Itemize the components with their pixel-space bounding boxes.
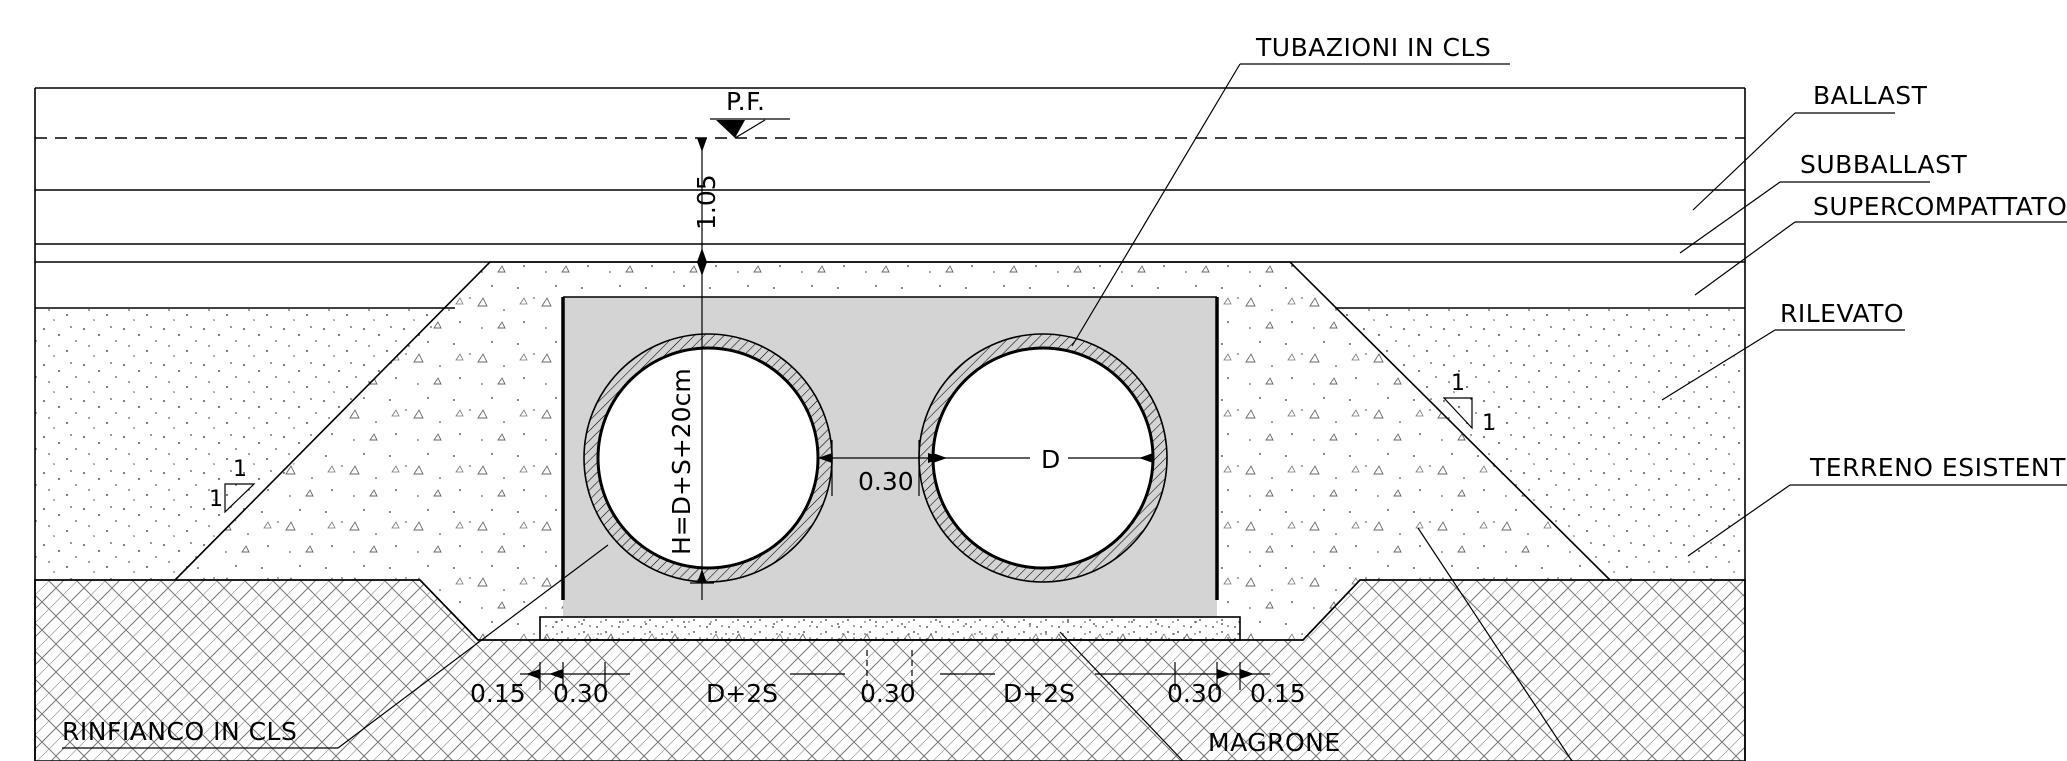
dim-015-right: 0.15 — [1250, 679, 1306, 708]
pipe-left — [583, 333, 833, 583]
pf-label: P.F. — [726, 87, 765, 116]
callout-tubazioni: TUBAZIONI IN CLS — [1071, 33, 1510, 347]
callout-terreno: TERRENO ESISTENTE — [1687, 453, 2067, 557]
dim-d2s-left: D+2S — [706, 679, 778, 708]
pipe-gap-label: 0.30 — [858, 467, 914, 496]
slope-left-rise: 1 — [233, 457, 247, 482]
rinfianco-label: RINFIANCO IN CLS — [62, 717, 297, 746]
callout-magrone: MAGRONE — [1059, 631, 1341, 761]
callout-rilevato: RILEVATO — [1661, 299, 1905, 401]
depth-dimension: 1.05 H=D+S+20cm — [667, 138, 721, 600]
height-label: H=D+S+20cm — [667, 368, 696, 555]
embankment-right — [1335, 308, 1745, 580]
pipe-diameter-label: D — [1041, 445, 1060, 474]
callout-ballast: BALLAST — [1692, 81, 1928, 211]
supercompattato-label: SUPERCOMPATTATO — [1813, 192, 2067, 221]
slope-left-run: 1 — [209, 487, 223, 512]
subballast-label: SUBBALLAST — [1800, 150, 1967, 179]
pf-marker: P.F. — [710, 87, 790, 139]
dim-030-center: 0.30 — [860, 679, 916, 708]
slope-marker-right: 1 1 — [1442, 371, 1496, 436]
pipe-gap-dimension: 0.30 — [818, 440, 942, 496]
callout-supercompattato: SUPERCOMPATTATO — [1694, 192, 2067, 296]
ballast-label: BALLAST — [1813, 81, 1928, 110]
depth-label: 1.05 — [692, 174, 721, 230]
magrone-label: MAGRONE — [1208, 728, 1341, 757]
callout-concrete-leader — [1417, 527, 1573, 761]
magrone-slab — [539, 616, 1241, 641]
bottom-dimension-chain: 0.15 0.30 D+2S 0.30 D+2S 0.30 0.15 — [470, 650, 1306, 708]
callout-rinfianco: RINFIANCO IN CLS — [62, 544, 609, 749]
pipe-diameter-dimension: D — [933, 445, 1153, 474]
pipe-right — [918, 333, 1168, 583]
rilevato-label: RILEVATO — [1780, 299, 1904, 328]
tubazioni-label: TUBAZIONI IN CLS — [1255, 33, 1491, 62]
slope-marker-left: 1 1 — [209, 457, 256, 514]
dim-d2s-right: D+2S — [1003, 679, 1075, 708]
dim-030-left: 0.30 — [553, 679, 609, 708]
dim-015-left: 0.15 — [470, 679, 526, 708]
slope-right-run: 1 — [1482, 411, 1496, 436]
dim-030-right: 0.30 — [1167, 679, 1223, 708]
slope-right-rise: 1 — [1451, 371, 1465, 396]
embankment-left — [35, 308, 455, 580]
terreno-label: TERRENO ESISTENTE — [1809, 453, 2067, 482]
callout-subballast: SUBBALLAST — [1679, 150, 1967, 254]
